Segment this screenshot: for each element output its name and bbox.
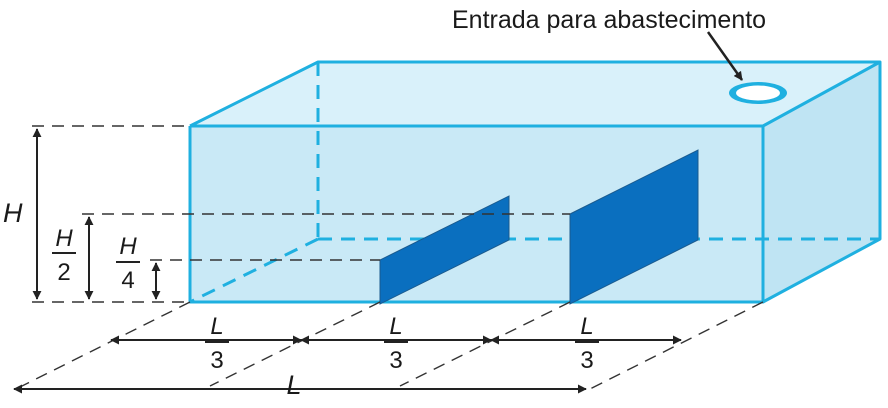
inlet-label: Entrada para abastecimento	[452, 6, 766, 34]
length-ref-left	[11, 301, 191, 392]
length-seg1-numerator: L	[210, 313, 223, 340]
length-ref-third-2	[399, 301, 571, 387]
tank-hidden-edge-left-bottom	[189, 237, 319, 304]
inlet-hole	[736, 85, 780, 101]
length-seg3-denominator: 3	[580, 347, 593, 374]
baffle-half-height	[569, 149, 699, 305]
length-ref-third-1	[209, 301, 381, 387]
length-label-segment-2: L 3	[384, 313, 408, 374]
inlet-pointer-arrow	[706, 31, 744, 81]
length-label-segment-1: L 3	[205, 313, 229, 374]
tank-side-edges	[762, 62, 882, 304]
height-label-half: H 2	[52, 225, 76, 286]
length-label-segment-3: L 3	[575, 313, 599, 374]
baffle-quarter-height	[379, 195, 510, 305]
length-label-total: L	[286, 370, 301, 400]
length-seg2-denominator: 3	[389, 347, 402, 374]
length-seg1-denominator: 3	[210, 347, 223, 374]
height-quarter-denominator: 4	[121, 267, 134, 294]
length-seg2-numerator: L	[389, 313, 402, 340]
tank-side-face	[763, 62, 880, 302]
height-half-numerator: H	[55, 225, 73, 252]
length-ref-right	[585, 301, 764, 392]
height-half-denominator: 2	[57, 259, 70, 286]
inlet	[706, 31, 787, 104]
tank-top-face	[190, 62, 880, 126]
length-seg3-numerator: L	[580, 313, 593, 340]
height-quarter-numerator: H	[119, 233, 137, 260]
height-label-quarter: H 4	[116, 233, 140, 294]
height-label-full: H	[3, 198, 23, 228]
